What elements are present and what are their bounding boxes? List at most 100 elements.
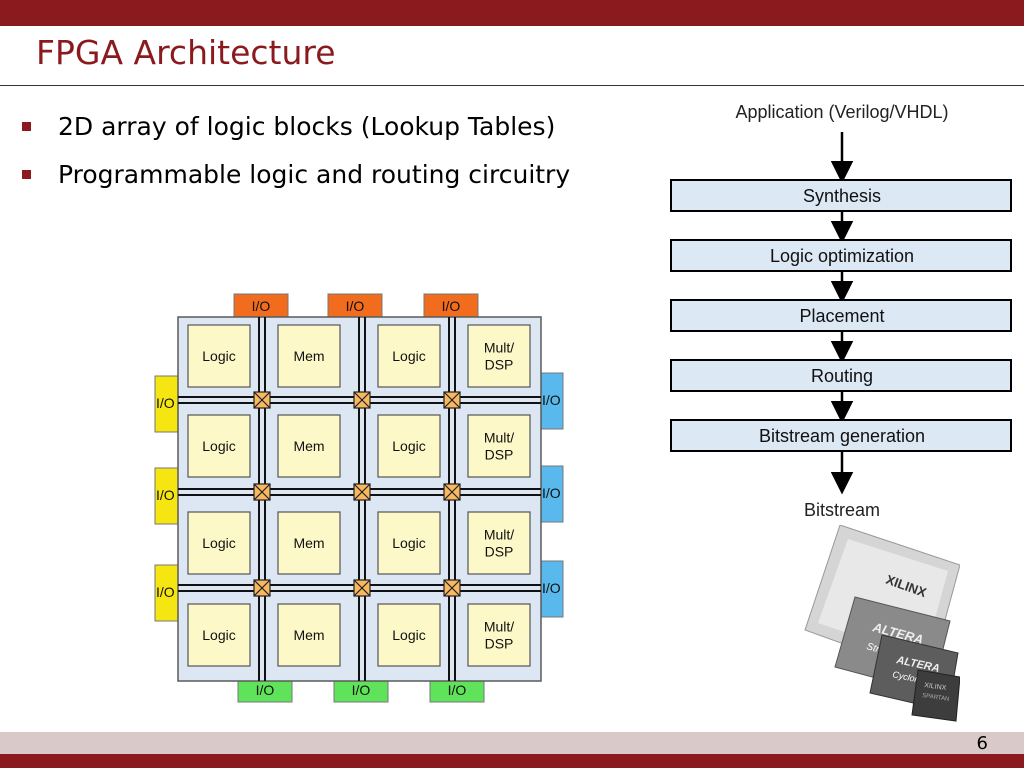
flow-step-label: Synthesis [803,186,881,206]
block-box [277,511,341,575]
switch-box [353,579,371,597]
bullet-item: Programmable logic and routing circuitry [18,156,570,194]
block-box [377,414,441,478]
block-box [377,324,441,388]
block-label: DSP [485,447,514,463]
block-label: Mult/ [484,527,514,543]
bullet-square-icon [22,170,31,179]
io-pad-left: I/O [154,375,179,433]
block-label: Logic [392,627,425,643]
block-label: DSP [485,544,514,560]
io-pad-bottom: I/O [429,679,485,703]
fabric-block: Logic [377,603,441,667]
io-label: I/O [448,682,467,698]
bottom-accent-bar [0,754,1024,768]
io-pad-left: I/O [154,564,179,622]
switch-box [253,391,271,409]
block-box [277,324,341,388]
fabric-block: Logic [187,511,251,575]
flow-step-label: Placement [799,306,884,326]
io-pad-top: I/O [423,293,479,318]
io-pad-right: I/O [540,560,564,618]
block-label: Logic [392,348,425,364]
flow-step-label: Logic optimization [770,246,914,266]
io-label: I/O [542,485,561,501]
io-pad-group: I/O I/O I/O I/O I/O I/O I/O I/O I/O I/O I/O I/O [154,293,564,703]
bullet-text: 2D array of logic blocks (Lookup Tables) [58,112,556,141]
chip-family-label: SPARTAN [922,693,950,703]
block-label: DSP [485,636,514,652]
block-label: Logic [392,438,425,454]
block-label: Logic [202,438,235,454]
io-label: I/O [256,682,275,698]
flow-output-label: Bitstream [804,500,880,520]
flow-step: Synthesis [670,179,1012,212]
block-box [467,603,531,667]
io-label: I/O [346,298,365,314]
fabric-block: Mem [277,511,341,575]
block-box [467,511,531,575]
block-label: Mult/ [484,619,514,635]
io-label: I/O [156,584,175,600]
top-accent-bar [0,0,1024,26]
switch-box [253,483,271,501]
block-label: Mult/ [484,430,514,446]
block-box [187,603,251,667]
io-pad-right: I/O [540,465,564,523]
fabric-block: Mult/DSP [467,414,531,478]
switch-box [443,391,461,409]
switch-box [443,483,461,501]
block-label: Mem [293,348,324,364]
fabric-block: Logic [187,324,251,388]
switch-box-group [253,391,461,597]
flow-step: Placement [670,299,1012,332]
block-label: Mem [293,627,324,643]
fabric-block: Mult/DSP [467,511,531,575]
io-pad-bottom: I/O [237,679,293,703]
bullet-list: 2D array of logic blocks (Lookup Tables)… [18,108,570,204]
block-box [187,324,251,388]
block-box [377,603,441,667]
switch-box [353,483,371,501]
bullet-item: 2D array of logic blocks (Lookup Tables) [18,108,570,146]
io-label: I/O [542,580,561,596]
io-pad-bottom: I/O [333,679,389,703]
io-label: I/O [156,395,175,411]
flow-step-label: Routing [811,366,873,386]
flow-input-label: Application (Verilog/VHDL) [735,102,948,122]
io-label: I/O [542,392,561,408]
fabric-block: Logic [377,324,441,388]
slide-title: FPGA Architecture [36,33,336,72]
block-label: DSP [485,357,514,373]
switch-box [443,579,461,597]
io-label: I/O [352,682,371,698]
flow-step: Logic optimization [670,239,1012,272]
block-label: Logic [202,348,235,364]
fabric-block: Mult/DSP [467,324,531,388]
block-label: Mem [293,438,324,454]
fabric-block: Logic [377,511,441,575]
block-label: Mem [293,535,324,551]
block-box [377,511,441,575]
io-pad-left: I/O [154,467,179,525]
fabric-block: Mem [277,414,341,478]
io-label: I/O [156,487,175,503]
flow-step-label: Bitstream generation [759,426,925,446]
switch-box [253,579,271,597]
io-label: I/O [442,298,461,314]
block-box [187,511,251,575]
bullet-text: Programmable logic and routing circuitry [58,160,571,189]
io-label: I/O [252,298,271,314]
block-label: Logic [392,535,425,551]
flow-step: Routing [670,359,1012,392]
io-pad-top: I/O [233,293,289,318]
page-number: 6 [976,733,988,754]
fabric-block: Logic [187,414,251,478]
fpga-fabric-diagram: I/O I/O I/O I/O I/O I/O I/O I/O I/O I/O I/O I/O Log… [154,293,564,703]
title-divider [0,85,1024,86]
fabric-block: Mem [277,603,341,667]
block-box [277,414,341,478]
io-pad-top: I/O [327,293,383,318]
fabric-block: Logic [377,414,441,478]
block-box [277,603,341,667]
